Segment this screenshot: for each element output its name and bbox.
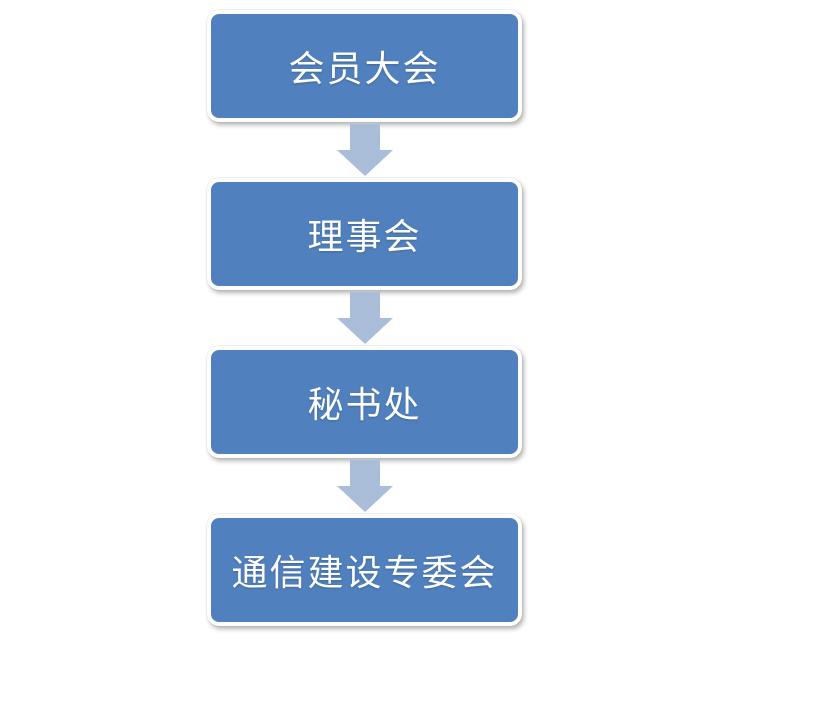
flow-node-comm-construction-committee: 通信建设专委会 xyxy=(207,514,522,626)
node-label: 通信建设专委会 xyxy=(231,553,498,594)
down-arrow-icon xyxy=(336,292,393,344)
down-arrow-icon xyxy=(336,460,393,512)
flow-node-secretariat: 秘书处 xyxy=(207,346,522,458)
flow-node-board: 理事会 xyxy=(207,178,522,290)
node-label: 秘书处 xyxy=(307,385,422,426)
down-arrow-icon xyxy=(336,124,393,176)
node-label: 会员大会 xyxy=(288,49,441,90)
flow-node-members-assembly: 会员大会 xyxy=(207,10,522,122)
node-label: 理事会 xyxy=(307,217,422,258)
org-flow-diagram: 会员大会 理事会 秘书处 通信建设专委会 xyxy=(207,10,522,626)
